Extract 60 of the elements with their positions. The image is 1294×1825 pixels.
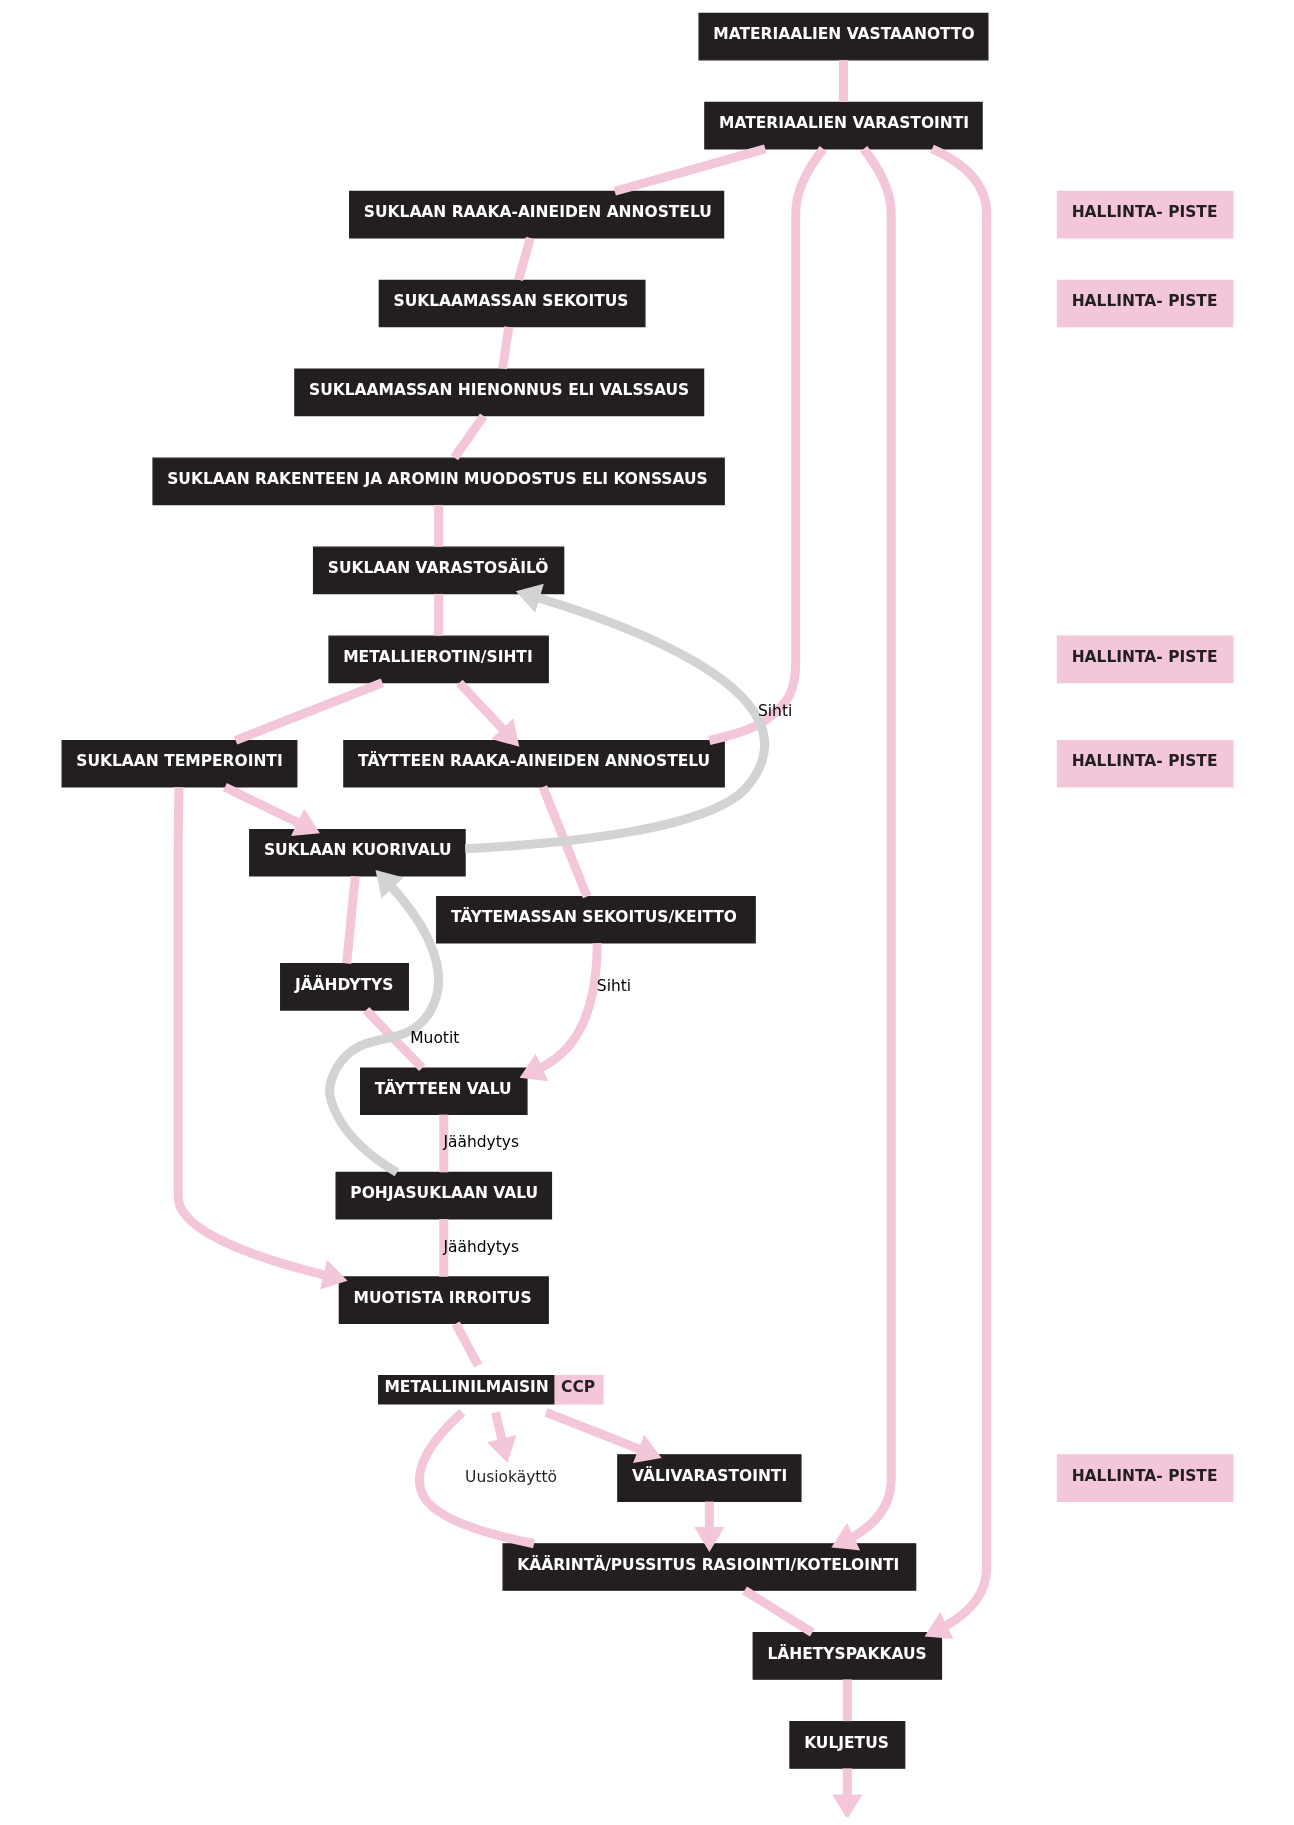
node-box: KÄÄRINTÄ/PUSSITUS RASIOINTI/KOTELOINTI xyxy=(501,1543,916,1591)
connector xyxy=(513,236,535,281)
node-box: SUKLAAN TEMPEROINTI xyxy=(61,739,297,788)
node-label: CCP xyxy=(560,1378,595,1397)
node-box: MATERIAALIEN VARASTOINTI xyxy=(703,101,983,150)
connector xyxy=(433,504,443,547)
arrow xyxy=(519,943,602,1082)
connector xyxy=(838,60,848,102)
connector xyxy=(707,146,827,745)
connector xyxy=(497,326,513,370)
node-box: SUKLAAN RAAKA-AINEIDEN ANNOSTELU xyxy=(348,190,724,239)
node-box: HALLINTA- PISTE xyxy=(1056,190,1233,239)
edge-label: Jäähdytys xyxy=(442,1133,519,1152)
arrow xyxy=(830,146,896,1551)
arrow xyxy=(543,1408,662,1463)
node-box: METALLIEROTIN/SIHTI xyxy=(327,635,549,684)
arrow xyxy=(924,144,991,1640)
node-box: SUKLAAMASSAN HIENONNUS ELI VALSSAUS xyxy=(293,368,704,417)
node-box: HALLINTA- PISTE xyxy=(1056,739,1233,788)
node-box: TÄYTTEEN RAAKA-AINEIDEN ANNOSTELU xyxy=(342,739,725,788)
node-box: HALLINTA- PISTE xyxy=(1056,279,1233,328)
connector xyxy=(842,1679,852,1722)
node-box: SUKLAAMASSAN SEKOITUS xyxy=(378,279,646,328)
node-text: Uusiokäyttö xyxy=(464,1468,557,1487)
connector xyxy=(341,875,360,964)
node-box: HALLINTA- PISTE xyxy=(1056,635,1233,684)
node-box: SUKLAAN VARASTOSÄILÖ xyxy=(312,546,564,595)
connector xyxy=(362,1007,425,1072)
connector xyxy=(450,413,487,461)
node-box: SUKLAAN KUORIVALU xyxy=(248,828,466,877)
arrow xyxy=(324,869,443,1177)
node-box: HALLINTA- PISTE xyxy=(1056,1454,1233,1502)
node-box: JÄÄHDYTYS xyxy=(279,962,409,1011)
arrow xyxy=(455,679,519,747)
connector xyxy=(451,1321,482,1368)
node-box: SUKLAAN RAKENTEEN JA AROMIN MUODOSTUS ELI KONSSAUS xyxy=(151,457,725,506)
connector xyxy=(612,144,766,196)
edge-label: Sihti xyxy=(596,976,631,995)
edge-label: Jäähdytys xyxy=(442,1237,519,1256)
node-box: KULJETUS xyxy=(788,1721,905,1769)
node-box: TÄYTEMASSAN SEKOITUS/KEITTO xyxy=(435,895,756,944)
connector xyxy=(414,1409,535,1549)
node-box: VÄLIVARASTOINTI xyxy=(616,1454,802,1502)
arrow xyxy=(464,583,769,854)
node-box: MATERIAALIEN VASTAANOTTO xyxy=(697,12,989,61)
arrow xyxy=(693,1501,725,1552)
node-box: MUOTISTA IRROITUS xyxy=(338,1276,549,1324)
node-box: LÄHETYSPAKKAUS xyxy=(752,1632,942,1680)
connector xyxy=(438,1114,448,1173)
node-box: POHJASUKLAAN VALU xyxy=(335,1171,552,1220)
arrow xyxy=(173,786,348,1290)
arrow xyxy=(486,1411,516,1463)
connector xyxy=(538,785,591,899)
connector xyxy=(438,1219,448,1277)
arrow xyxy=(831,1768,862,1817)
connector xyxy=(233,678,384,745)
connector xyxy=(433,593,443,636)
edge-label: Muotit xyxy=(409,1029,459,1048)
node-box: TÄYTTEEN VALU xyxy=(359,1067,528,1116)
edge-label: Sihti xyxy=(757,701,792,720)
